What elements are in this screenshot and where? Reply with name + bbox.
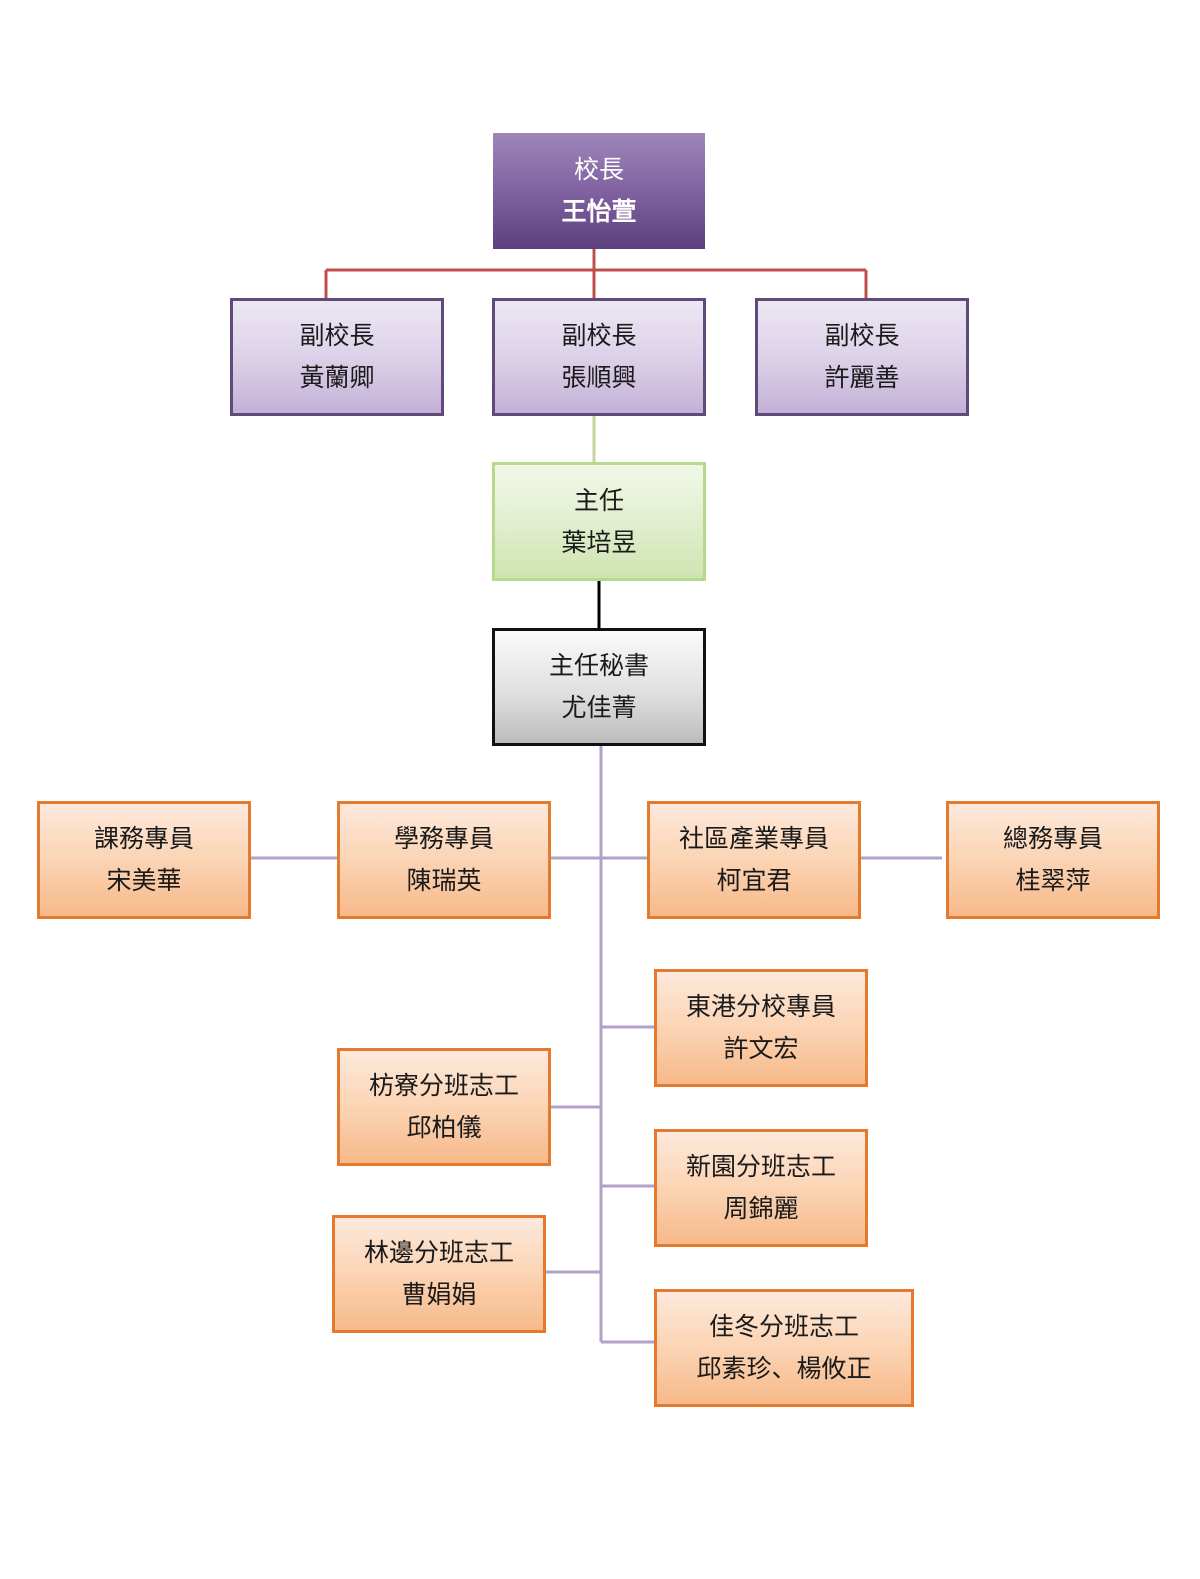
director-name: 葉培昱 <box>561 527 637 557</box>
vice-principal-name: 許麗善 <box>824 363 900 392</box>
vice-principal-box: 副校長 張順興 <box>492 298 706 416</box>
staff-name: 許文宏 <box>723 1034 799 1063</box>
staff-box: 新園分班志工 周錦麗 <box>654 1129 868 1247</box>
staff-box: 課務專員 宋美華 <box>37 801 251 919</box>
staff-name: 柯宜君 <box>716 866 792 895</box>
connector-principal-vice <box>324 249 868 298</box>
staff-role: 佳冬分班志工 <box>708 1312 859 1341</box>
staff-role: 課務專員 <box>93 824 194 853</box>
vice-principal-name: 張順興 <box>561 363 637 392</box>
vice-principal-role: 副校長 <box>561 321 637 350</box>
staff-box: 社區產業專員 柯宜君 <box>647 801 861 919</box>
staff-role: 社區產業專員 <box>678 824 829 853</box>
vice-principal-role: 副校長 <box>824 321 900 350</box>
staff-role: 學務專員 <box>393 824 494 853</box>
vice-principal-name: 黃蘭卿 <box>299 363 375 392</box>
staff-role: 枋寮分班志工 <box>368 1071 519 1100</box>
principal-role: 校長 <box>573 155 624 184</box>
staff-name: 陳瑞英 <box>406 866 482 895</box>
connector-secretary-staff <box>250 744 942 1344</box>
vice-principal-box: 副校長 許麗善 <box>755 298 969 416</box>
staff-name: 邱柏儀 <box>406 1113 482 1142</box>
staff-box: 學務專員 陳瑞英 <box>337 801 551 919</box>
staff-box: 林邊分班志工 曹娟娟 <box>332 1215 546 1333</box>
staff-box: 東港分校專員 許文宏 <box>654 969 868 1087</box>
chief-secretary-role: 主任秘書 <box>548 651 649 680</box>
principal-name: 王怡萱 <box>561 197 637 226</box>
staff-name: 曹娟娟 <box>401 1280 477 1309</box>
staff-box: 總務專員 桂翠萍 <box>946 801 1160 919</box>
staff-name: 桂翠萍 <box>1015 866 1091 895</box>
vice-principal-box: 副校長 黃蘭卿 <box>230 298 444 416</box>
staff-name: 宋美華 <box>106 866 182 895</box>
staff-role: 新園分班志工 <box>685 1152 836 1181</box>
staff-box: 枋寮分班志工 邱柏儀 <box>337 1048 551 1166</box>
principal-box: 校長 王怡萱 <box>493 133 705 249</box>
staff-role: 林邊分班志工 <box>363 1238 514 1267</box>
director-box: 主任 葉培昱 <box>492 462 706 581</box>
staff-role: 東港分校專員 <box>685 992 836 1021</box>
staff-box: 佳冬分班志工 邱素珍、楊攸正 <box>654 1289 914 1407</box>
chief-secretary-name: 尤佳菁 <box>561 693 637 722</box>
staff-name: 邱素珍、楊攸正 <box>696 1354 872 1383</box>
staff-role: 總務專員 <box>1002 824 1103 853</box>
director-role: 主任 <box>573 485 624 515</box>
staff-name: 周錦麗 <box>723 1194 799 1223</box>
chief-secretary-box: 主任秘書 尤佳菁 <box>492 628 706 746</box>
vice-principal-role: 副校長 <box>299 321 375 350</box>
